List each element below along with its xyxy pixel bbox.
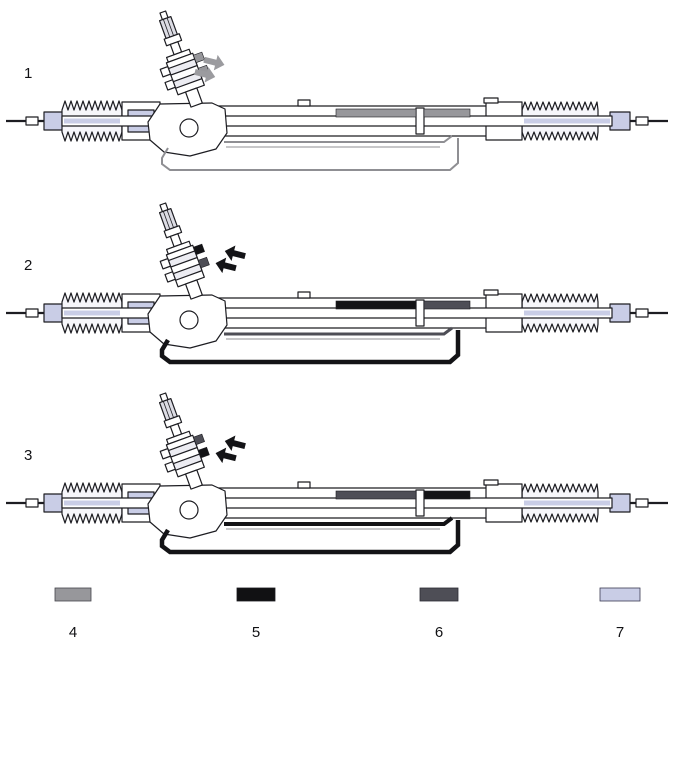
valve-port-top [193,433,205,446]
right-chamber-fluid [423,108,471,118]
pipe-bottom [161,138,459,171]
pipe-top-path [224,326,453,336]
flow-arrow-glyphs [194,54,225,83]
diagram-state-1: 1 [4,6,670,171]
flow-arrow-icon [194,67,216,83]
flow-arrows [215,435,246,464]
pipe-top [224,326,453,336]
pipe-top [224,516,454,526]
pipe-bottom-path [159,330,461,365]
legend-label-7: 7 [616,624,624,641]
legend-label-4: 4 [69,624,77,641]
pipe-top [224,135,453,143]
legend-label-6: 6 [435,624,443,641]
pipe-bottom-path [161,138,459,171]
diagram-number: 1 [24,65,32,82]
valve-ports [193,243,210,269]
diagram-state-3: 3 [4,388,670,555]
valve-port-top [193,51,205,64]
valve-port-top [193,243,205,256]
legend-swatch-6 [419,587,459,602]
pipe-bottom [159,330,461,365]
right-chamber-fluid [423,490,471,500]
flow-arrow-icon [224,245,246,261]
left-chamber-fluid [335,108,417,118]
legend-swatch-7 [599,587,641,602]
legend-swatch-4 [54,587,92,602]
flow-arrow-glyphs [215,245,246,274]
flow-arrows [215,245,246,274]
diagram-state-2: 2 [4,198,670,365]
legend-label-5: 5 [252,624,260,641]
flow-arrows [194,54,225,83]
flow-arrow-glyphs [215,435,246,464]
pipe-top-path [224,516,454,526]
legend: 4 5 6 7 [54,587,641,641]
left-chamber-fluid [335,490,417,500]
flow-arrow-icon [224,435,246,451]
valve-ports [193,433,210,459]
valve-port-bottom [197,446,210,459]
flow-arrow-icon [215,257,237,274]
pipe-bottom [159,520,461,555]
legend-swatch-5 [236,587,276,602]
right-chamber-fluid [423,300,471,310]
left-chamber-fluid [335,300,417,310]
diagram-number: 3 [24,447,32,464]
diagram-number: 2 [24,257,32,274]
pipe-top-path [224,135,453,143]
pipe-bottom-path [159,520,461,555]
flow-arrow-icon [215,447,237,464]
flow-arrow-icon [203,54,225,71]
valve-port-bottom [197,256,210,269]
